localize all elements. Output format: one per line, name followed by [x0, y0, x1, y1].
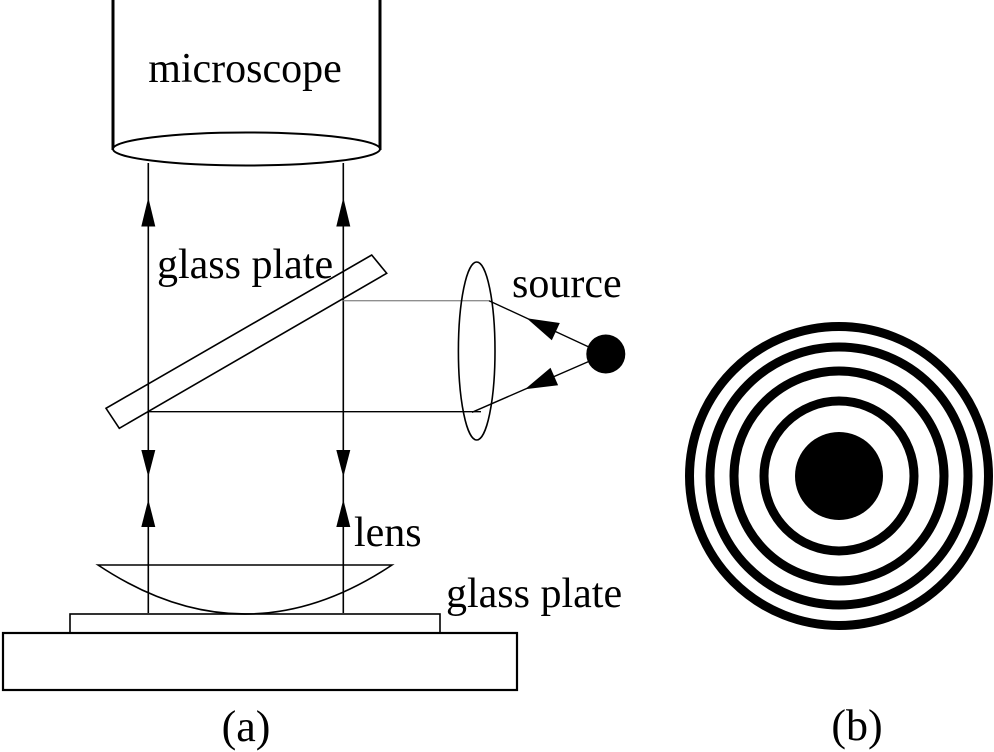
microscope-objective-lens-ellipse — [112, 131, 381, 167]
newton-ring-2 — [729, 366, 949, 586]
microscope-label: microscope — [148, 46, 342, 92]
beam-splitter-plate-outline — [104, 253, 388, 430]
newton-ring-3 — [705, 342, 973, 610]
lens-label: lens — [354, 510, 422, 556]
up-arrowhead-right-top — [336, 197, 351, 227]
base-slab-outline — [1, 631, 519, 692]
newton-ring-1 — [759, 396, 919, 556]
flat-glass-plate-outline — [69, 613, 441, 634]
source-ray-upper-arrowhead — [526, 318, 560, 341]
light-source-dot — [586, 334, 626, 374]
panel-a-caption: (a) — [222, 702, 271, 751]
newton-ring-4 — [685, 322, 993, 630]
newton-rings-pattern — [685, 322, 993, 630]
newton-rings-central-disc — [795, 432, 883, 520]
panel-b-caption: (b) — [831, 701, 882, 750]
plano-convex-lens-outline — [95, 564, 395, 615]
up-arrowhead-right-bottom — [336, 499, 351, 527]
base-glass-plate-label: glass plate — [446, 571, 622, 617]
condenser-lens-ellipse — [457, 261, 496, 441]
source-ray-lower-arrowhead — [525, 367, 559, 390]
panel-b-pattern: (b) — [685, 322, 993, 750]
beam-splitter-plate-label: glass plate — [157, 242, 333, 288]
up-arrowhead-left-top — [141, 197, 156, 227]
down-arrowhead-left — [141, 450, 156, 477]
panel-a-apparatus: microscope glass plate source lens glass… — [1, 0, 626, 751]
up-arrowhead-left-bottom — [141, 499, 156, 527]
down-arrowhead-right — [336, 450, 351, 477]
source-label: source — [512, 261, 622, 307]
